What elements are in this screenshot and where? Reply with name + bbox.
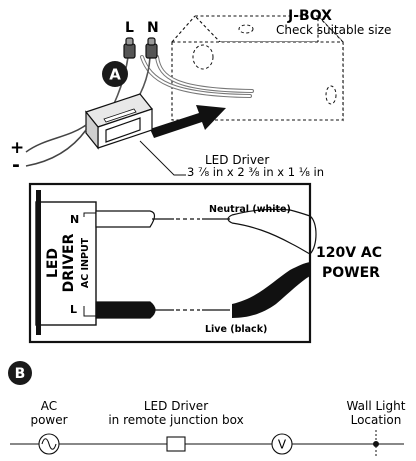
driver-callout-title: LED Driver [205, 153, 269, 167]
jbox-title: J-BOX [287, 8, 332, 24]
ac-input-label: AC INPUT [80, 237, 91, 288]
junction-box [171, 14, 345, 122]
schematic-label-driver-1: LED Driver [144, 399, 208, 413]
live-wire-label: Live (black) [205, 324, 267, 335]
power-label-line2: POWER [322, 265, 380, 281]
driver-callout-leader [139, 140, 186, 176]
marker-a-letter: A [109, 66, 121, 84]
schematic-label-driver-2: in remote junction box [108, 413, 243, 427]
schematic-label-light-1: Wall Light [347, 399, 406, 413]
schematic-label-ac-2: power [30, 413, 67, 427]
sine-wave-icon [38, 433, 60, 455]
marker-b: B [8, 361, 32, 385]
neutral-supply-wire [202, 208, 317, 255]
jbox-note: Check suitable size [276, 23, 391, 37]
label-neutral-wire: N [147, 20, 159, 36]
live-driver-lead [95, 301, 174, 319]
voltmeter-letter: V [278, 438, 287, 452]
live-supply-wire [202, 262, 310, 318]
terminal-n-label: N [70, 213, 79, 226]
driver-block-title-1: LED [45, 248, 61, 278]
voltmeter-icon: V [271, 433, 293, 455]
label-line-wire: L [125, 20, 134, 36]
dc-negative-label: - [12, 154, 20, 176]
wire-connectors [123, 37, 158, 59]
marker-a: A [102, 61, 128, 87]
neutral-wire-label: Neutral (white) [209, 204, 291, 215]
driver-block-title-2: DRIVER [61, 233, 77, 292]
terminal-l-label: L [70, 303, 77, 316]
driver-block: LED DRIVER AC INPUT [35, 190, 97, 335]
driver-rectangle-icon [166, 436, 186, 452]
driver-callout-size: 3 ⅞ in x 2 ⅜ in x 1 ⅛ in [187, 165, 324, 179]
schematic-label-ac-1: AC [41, 399, 57, 413]
dc-output-wires [25, 124, 87, 167]
cross-mark-icon [373, 430, 379, 458]
dc-positive-label: + [10, 138, 24, 158]
neutral-driver-lead [95, 210, 174, 228]
junction-box-knockouts [192, 24, 337, 105]
insert-arrow-icon [150, 105, 226, 138]
led-driver-unit [84, 93, 154, 150]
marker-b-letter: B [15, 366, 26, 382]
schematic-label-light-2: Location [351, 413, 402, 427]
power-label-line1: 120V AC [316, 245, 382, 261]
